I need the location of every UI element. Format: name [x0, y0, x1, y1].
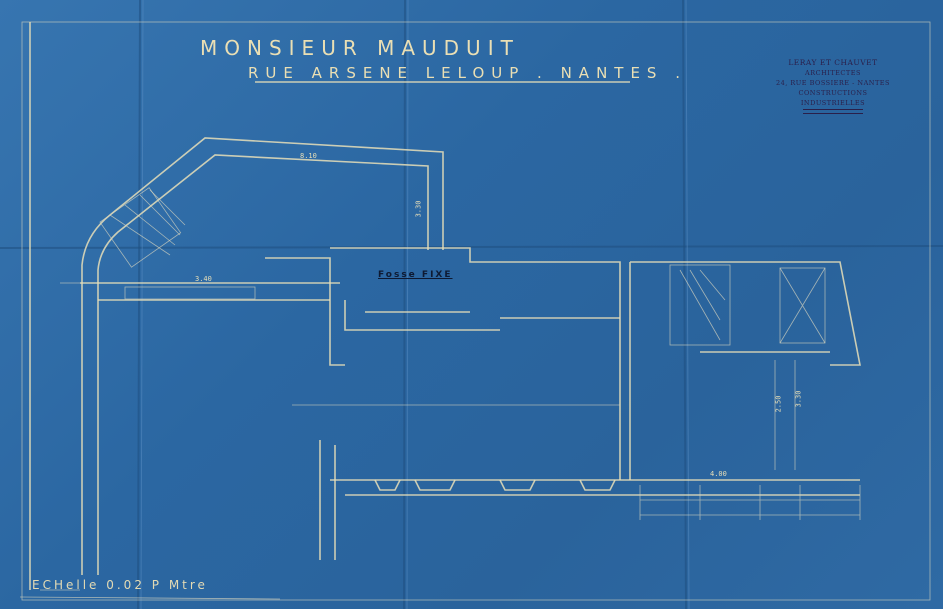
dim-right-1: 2.50	[774, 395, 783, 413]
architect-stamp: LERAY ET CHAUVET ARCHITECTES 24, RUE BOS…	[768, 58, 898, 115]
stamp-specialty: CONSTRUCTIONS INDUSTRIELLES	[798, 89, 868, 107]
dim-right-2: 3.30	[794, 390, 803, 408]
sheet-border	[21, 21, 931, 601]
scale-label: ECHelle 0.02 P Mtre	[32, 578, 208, 592]
fosse-fixe-label: Fosse FIXE	[378, 270, 453, 280]
dim-wing-side: 3.30	[414, 200, 423, 218]
title-block: MONSIEUR MAUDUIT RUE ARSENE LELOUP . NAN…	[200, 36, 687, 82]
dim-front: 3.40	[195, 275, 212, 283]
stamp-profession: ARCHITECTES	[805, 69, 861, 77]
site-address: RUE ARSENE LELOUP . NANTES .	[248, 64, 687, 82]
dim-bottom: 4.00	[710, 470, 727, 478]
dim-wing: 8.10	[300, 152, 317, 160]
plan-walls	[40, 137, 861, 591]
stamp-firm: LERAY ET CHAUVET	[788, 58, 878, 67]
stamp-address: 24, RUE BOSSIERE - NANTES	[776, 79, 890, 87]
stamp-rule	[803, 109, 863, 114]
client-name: MONSIEUR MAUDUIT	[200, 36, 520, 60]
